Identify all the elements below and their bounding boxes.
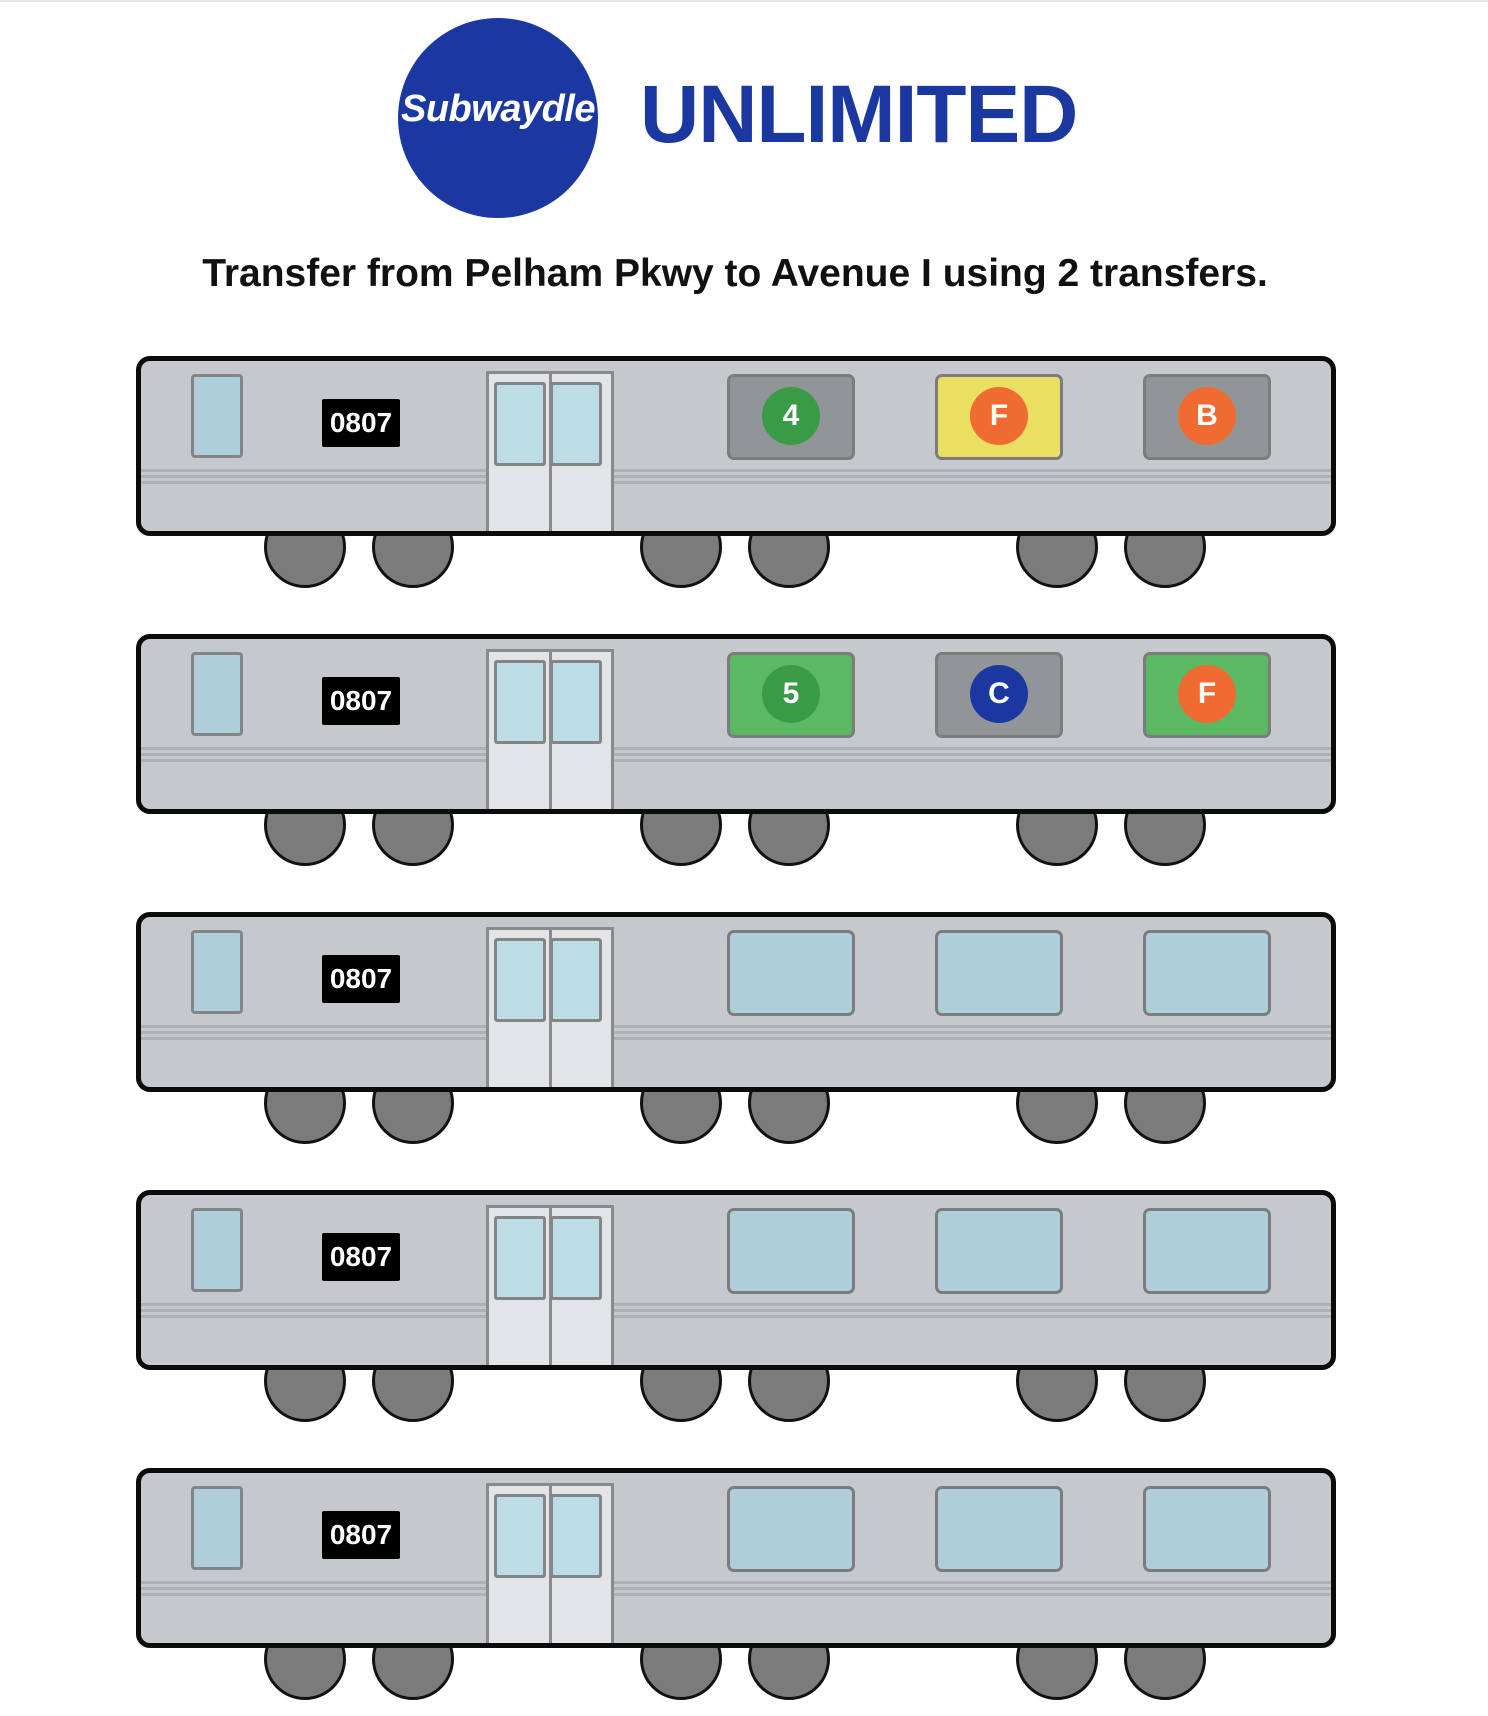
car-number-plate: 0807 <box>322 1511 400 1559</box>
door-window <box>550 938 602 1022</box>
route-bullet-icon: B <box>1178 387 1236 445</box>
empty-guess-slot <box>1143 1208 1271 1294</box>
empty-guess-slot <box>1143 930 1271 1016</box>
puzzle-instructions: Transfer from Pelham Pkwy to Avenue I us… <box>202 252 1268 295</box>
body-stripe <box>141 759 1331 762</box>
end-window <box>191 1208 243 1292</box>
body-stripe <box>141 481 1331 484</box>
guess-tile: 5 <box>727 652 855 738</box>
door-window <box>550 1494 602 1578</box>
car-number-plate: 0807 <box>322 399 400 447</box>
end-window <box>191 930 243 1014</box>
door-window <box>550 660 602 744</box>
car-door <box>486 371 614 531</box>
train-car-body: 0807 4 F B <box>136 356 1336 536</box>
door-window <box>494 382 546 466</box>
body-stripe <box>141 1315 1331 1318</box>
door-window <box>550 1216 602 1300</box>
subwaydle-logo: Subwaydle <box>398 18 598 218</box>
door-window <box>494 1494 546 1578</box>
guess-tile: 4 <box>727 374 855 460</box>
body-stripe <box>141 753 1331 756</box>
car-door <box>486 1483 614 1643</box>
car-number-plate: 0807 <box>322 955 400 1003</box>
empty-guess-slot <box>727 1208 855 1294</box>
train-car-body: 0807 <box>136 912 1336 1092</box>
train-car-row: 0807 4 F B <box>136 356 1336 588</box>
body-stripe <box>141 469 1331 472</box>
body-stripe <box>141 1037 1331 1040</box>
route-bullet-icon: F <box>1178 665 1236 723</box>
train-car-body: 0807 <box>136 1190 1336 1370</box>
page-title: UNLIMITED <box>640 69 1078 160</box>
route-bullet-icon: 5 <box>762 665 820 723</box>
logo-text: Subwaydle <box>401 88 596 130</box>
body-stripe <box>141 1581 1331 1584</box>
train-car-row: 0807 <box>136 1468 1336 1700</box>
guess-tile: F <box>935 374 1063 460</box>
guess-tile: F <box>1143 652 1271 738</box>
door-window <box>550 382 602 466</box>
body-stripe <box>141 1587 1331 1590</box>
door-window <box>494 1216 546 1300</box>
body-stripe <box>141 475 1331 478</box>
guess-tile: B <box>1143 374 1271 460</box>
train-car-body: 0807 <box>136 1468 1336 1648</box>
empty-guess-slot <box>935 1208 1063 1294</box>
car-door <box>486 1205 614 1365</box>
empty-guess-slot <box>1143 1486 1271 1572</box>
empty-guess-slot <box>727 1486 855 1572</box>
door-window <box>494 660 546 744</box>
car-number-plate: 0807 <box>322 1233 400 1281</box>
body-stripe <box>141 747 1331 750</box>
train-car-row: 0807 5 C F <box>136 634 1336 866</box>
route-bullet-icon: C <box>970 665 1028 723</box>
end-window <box>191 652 243 736</box>
empty-guess-slot <box>935 930 1063 1016</box>
car-door <box>486 927 614 1087</box>
train-car-row: 0807 <box>136 1190 1336 1422</box>
top-divider <box>0 0 1488 2</box>
car-door <box>486 649 614 809</box>
train-car-row: 0807 <box>136 912 1336 1144</box>
route-bullet-icon: 4 <box>762 387 820 445</box>
door-window <box>494 938 546 1022</box>
empty-guess-slot <box>935 1486 1063 1572</box>
end-window <box>191 374 243 458</box>
body-stripe <box>141 1025 1331 1028</box>
body-stripe <box>141 1309 1331 1312</box>
body-stripe <box>141 1593 1331 1596</box>
empty-guess-slot <box>727 930 855 1016</box>
body-stripe <box>141 1303 1331 1306</box>
body-stripe <box>141 1031 1331 1034</box>
car-number-plate: 0807 <box>322 677 400 725</box>
route-bullet-icon: F <box>970 387 1028 445</box>
end-window <box>191 1486 243 1570</box>
guess-tile: C <box>935 652 1063 738</box>
train-car-body: 0807 5 C F <box>136 634 1336 814</box>
header: Subwaydle UNLIMITED <box>0 18 1488 218</box>
